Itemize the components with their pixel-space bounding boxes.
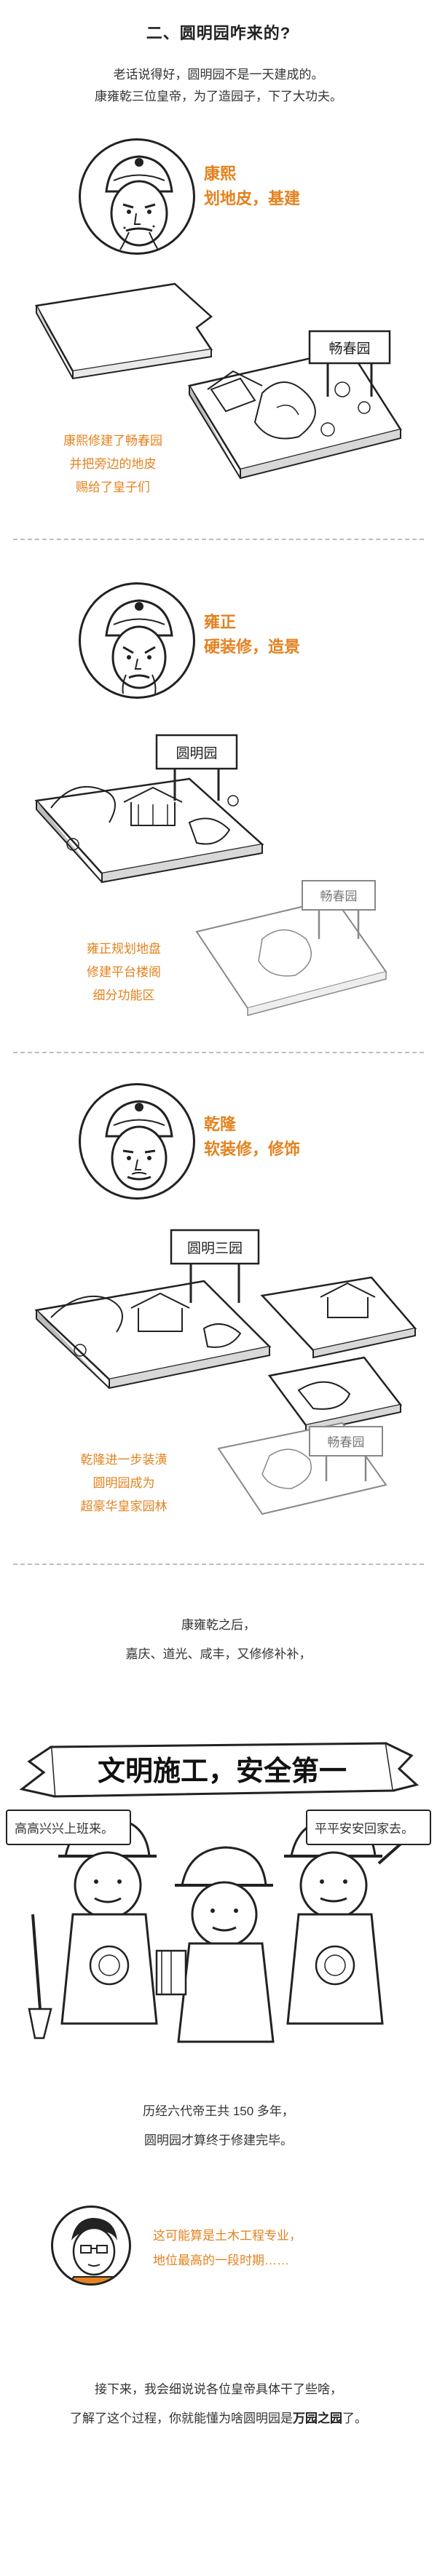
kangxi-land-illustration: 畅春园 xyxy=(35,282,402,480)
outro-line-2-post: 了。 xyxy=(342,2411,367,2425)
yongzheng-portrait xyxy=(79,582,195,699)
construction-banner-text: 文明施工，安全第一 xyxy=(98,1754,347,1787)
bubble-left: 高高兴兴上班来。 xyxy=(6,1810,131,1845)
kangxi-label-name: 康熙 xyxy=(204,165,237,183)
qianlong-portrait xyxy=(79,1083,195,1200)
kangxi-note-2: 并把旁边的地皮 xyxy=(69,457,157,471)
yongzheng-note-3: 细分功能区 xyxy=(92,988,155,1002)
construction-workers-illustration: 文明施工，安全第一 xyxy=(19,1742,424,2043)
kangxi-portrait xyxy=(79,138,195,255)
bubble-right: 平平安安回家去。 xyxy=(306,1810,431,1845)
qianlong-label-task: 软装修，修饰 xyxy=(204,1140,301,1158)
yongzheng-old-sign-label: 畅春园 xyxy=(320,889,358,904)
qianlong-note-1: 乾隆进一步装潢 xyxy=(80,1453,168,1467)
yongzheng-label-task: 硬装修，造景 xyxy=(204,638,301,656)
author-note-1: 这可能算是土木工程专业， xyxy=(153,2229,302,2243)
kangxi-note-1: 康熙修建了畅春园 xyxy=(63,434,162,448)
author-face-icon xyxy=(69,2218,119,2283)
yongzheng-label-name: 雍正 xyxy=(204,613,237,631)
yongzheng-note-1: 雍正规划地盘 xyxy=(87,942,161,956)
summary-line-1: 历经六代帝王共 150 多年， xyxy=(143,2104,294,2118)
author-avatar xyxy=(51,2206,131,2286)
outro-emphasis: 万园之园 xyxy=(293,2411,342,2425)
kangxi-sign-label: 畅春园 xyxy=(328,341,370,357)
qianlong-note-3: 超豪华皇家园林 xyxy=(80,1499,168,1513)
divider-1 xyxy=(13,539,424,540)
qianlong-face-icon xyxy=(105,1100,173,1191)
kangxi-label-task: 划地皮，基建 xyxy=(204,189,301,207)
outro-line-2: 了解了这个过程，你就能懂为啥圆明园是万园之园了。 xyxy=(0,2408,437,2430)
intro-line-2: 康雍乾三位皇帝，为了造园子，下了大功夫。 xyxy=(95,90,342,103)
qianlong-label-name: 乾隆 xyxy=(204,1115,237,1133)
summary-line-2: 圆明园才算终于修建完毕。 xyxy=(144,2133,293,2147)
yongzheng-note-2: 修建平台楼阁 xyxy=(87,965,161,979)
yongzheng-face-icon xyxy=(105,599,173,694)
later-line-2: 嘉庆、道光、咸丰，又修修补补， xyxy=(125,1647,312,1661)
qianlong-sign-label: 圆明三园 xyxy=(187,1240,243,1256)
section-title: 二、圆明园咋来的? xyxy=(146,24,291,42)
intro-line-1: 老话说得好，圆明园不是一天建成的。 xyxy=(113,68,324,82)
kangxi-face-icon xyxy=(105,155,173,250)
later-line-1: 康雍乾之后， xyxy=(181,1618,256,1632)
yongzheng-garden-illustration: 圆明园 畅春园 xyxy=(34,734,387,1016)
outro-line-2-pre: 了解了这个过程，你就能懂为啥圆明园是 xyxy=(70,2411,293,2425)
kangxi-note-3: 赐给了皇子们 xyxy=(76,480,150,494)
author-note-2: 地位最高的一段时期…… xyxy=(153,2254,289,2267)
qianlong-old-sign-label: 畅春园 xyxy=(328,1435,365,1450)
qianlong-note-2: 圆明园成为 xyxy=(92,1476,155,1490)
divider-2 xyxy=(13,1052,424,1053)
qianlong-garden-illustration: 圆明三园 畅春园 xyxy=(34,1229,417,1515)
yongzheng-sign-label: 圆明园 xyxy=(176,745,217,761)
divider-3 xyxy=(13,1564,424,1565)
outro-line-1: 接下来，我会细说说各位皇帝具体干了些啥， xyxy=(95,2382,342,2396)
